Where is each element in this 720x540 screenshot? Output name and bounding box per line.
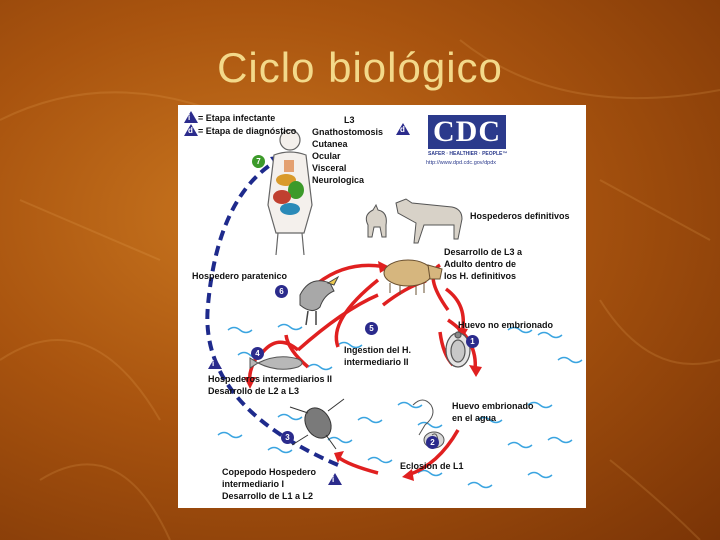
step-1-badge: 1 — [466, 335, 479, 348]
infective-marker-letter: i — [188, 113, 190, 122]
disease-line-4: Visceral — [312, 163, 346, 173]
bird-host — [300, 277, 338, 325]
diagnostic-marker-letter: d — [188, 126, 193, 135]
development-line-3: los H. definitivos — [444, 271, 516, 281]
copepod-marker-letter: i — [332, 475, 334, 484]
cdc-logo-block: CDC SAFER · HEALTHIER · PEOPLE™ http://w… — [425, 113, 509, 165]
l1-l2-label: Desarrollo de L1 a L2 — [222, 491, 313, 501]
infective-marker-copepod: i — [328, 473, 342, 485]
definitive-hosts-label: Hospederos definitivos — [470, 211, 570, 221]
step-6-badge: 6 — [275, 285, 288, 298]
ingestion-line-2: intermediario II — [344, 357, 409, 367]
cycle-graphics — [178, 105, 586, 508]
pig-host — [384, 260, 442, 295]
cdc-url: http://www.dpd.cdc.gov/dpdx — [426, 160, 496, 166]
embryonated-line-2: en el agua — [452, 413, 496, 423]
disease-line-2: Cutanea — [312, 139, 348, 149]
legend-diagnostic-label: = Etapa de diagnóstico — [198, 126, 296, 136]
step-4-badge: 4 — [251, 347, 264, 360]
unembryonated-egg-label: Huevo no embrionado — [458, 320, 553, 330]
copepod-line-2: intermediario I — [222, 479, 284, 489]
hatching-label: Eclosion de L1 — [400, 461, 464, 471]
cat-dog-hosts — [366, 199, 462, 243]
disease-line-1: Gnathostomosis — [312, 127, 383, 137]
cdc-logo: CDC — [428, 115, 506, 149]
fish-marker-letter: i — [212, 359, 214, 368]
step-2-badge: 2 — [426, 436, 439, 449]
infective-marker-fish: i — [208, 357, 222, 369]
disease-line-3: Ocular — [312, 151, 341, 161]
cdc-tagline: SAFER · HEALTHIER · PEOPLE™ — [428, 151, 507, 157]
legend-infective-label: = Etapa infectante — [198, 113, 275, 123]
embryonated-line-1: Huevo embrionado — [452, 401, 534, 411]
disease-line-5: Neurologica — [312, 175, 364, 185]
ingestion-line-1: Ingestion del H. — [344, 345, 411, 355]
step-7-badge: 7 — [252, 155, 265, 168]
slide-title: Ciclo biológico — [0, 44, 720, 92]
diagnostic-stage-marker: d — [184, 124, 198, 136]
disease-marker-letter: d — [400, 125, 405, 134]
l2-l3-label: Desarrollo de L2 a L3 — [208, 386, 299, 396]
development-line-1: Desarrollo de L3 a — [444, 247, 522, 257]
infective-stage-marker: i — [184, 111, 198, 123]
step-3-badge: 3 — [281, 431, 294, 444]
life-cycle-diagram: i = Etapa infectante d = Etapa de diagnó… — [178, 105, 586, 508]
copepod-host — [290, 399, 344, 449]
development-line-2: Adulto dentro de — [444, 259, 516, 269]
copepod-line-1: Copepodo Hospedero — [222, 467, 316, 477]
diagnostic-marker-disease: d — [396, 123, 410, 135]
step-5-badge: 5 — [365, 322, 378, 335]
paratenic-host-label: Hospedero paratenico — [192, 271, 287, 281]
intermediate-hosts-label: Hospederos intermediarios II — [208, 374, 332, 384]
stage-l3-label: L3 — [344, 115, 355, 125]
